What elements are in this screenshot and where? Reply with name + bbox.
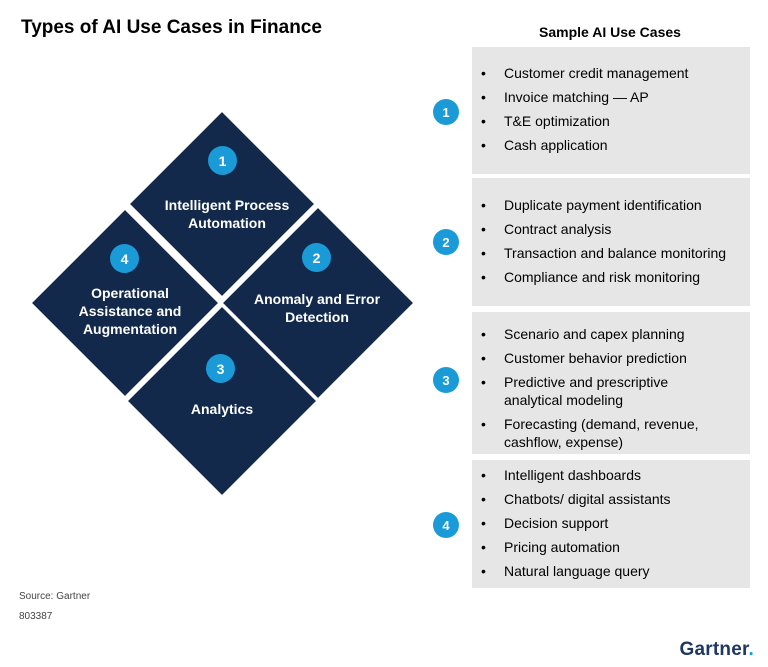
quadrant-1-label: Intelligent Process Automation [142, 196, 312, 232]
quadrant-4-label: Operational Assistance and Augmentation [50, 284, 210, 338]
use-case-item: Predictive and prescriptive analytical m… [472, 373, 750, 409]
quadrant-4-label-line: Augmentation [82, 321, 178, 337]
use-case-2-number: 2 [433, 229, 459, 255]
gartner-logo: Gartner. [680, 639, 754, 661]
use-case-item: Forecasting (demand, revenue, cashflow, … [472, 415, 750, 451]
use-case-item: Customer credit management [472, 64, 750, 82]
use-case-item: Natural language query [472, 562, 750, 580]
use-case-item: Compliance and risk monitoring [472, 268, 750, 286]
page-title: Types of AI Use Cases in Finance [21, 17, 322, 38]
use-case-item: T&E optimization [472, 112, 750, 130]
use-case-item: Decision support [472, 514, 750, 532]
use-case-item: Chatbots/ digital assistants [472, 490, 750, 508]
use-case-panel-2: Duplicate payment identification Contrac… [472, 178, 750, 306]
quadrant-3-label: Analytics [142, 400, 302, 418]
quadrant-4-shape [27, 205, 223, 401]
source-note: Source: Gartner [19, 591, 91, 602]
use-case-item: Transaction and balance monitoring [472, 244, 750, 262]
quadrant-2-label-line: Detection [285, 309, 349, 325]
use-case-panel-3: Scenario and capex planning Customer beh… [472, 312, 750, 454]
use-cases-header: Sample AI Use Cases [539, 24, 681, 40]
quadrant-2-label-line: Anomaly and Error [253, 291, 381, 307]
use-case-1-number: 1 [433, 99, 459, 125]
use-case-item: Cash application [472, 136, 750, 154]
quadrant-4-number: 4 [110, 244, 139, 273]
quadrant-1-number: 1 [208, 146, 237, 175]
use-case-panel-4: Intelligent dashboards Chatbots/ digital… [472, 460, 750, 588]
quadrant-2-label: Anomaly and Error Detection [232, 290, 402, 326]
quadrant-2-number: 2 [302, 243, 331, 272]
quadrant-3-label-line: Analytics [190, 401, 254, 417]
use-case-item: Customer behavior prediction [472, 349, 750, 367]
quadrant-4-label-line: Operational [91, 285, 169, 301]
use-case-item: Duplicate payment identification [472, 196, 750, 214]
logo-dot: . [748, 639, 754, 660]
diamond-diagram: 1 Intelligent Process Automation 2 Anoma… [0, 0, 430, 560]
use-case-3-number: 3 [433, 367, 459, 393]
logo-text: Gartner [679, 639, 749, 660]
quadrant-1-shape [125, 107, 319, 301]
use-case-item: Contract analysis [472, 220, 750, 238]
quadrant-4-label-line: Assistance and [78, 303, 182, 319]
quadrant-1-label-line: Intelligent Process [164, 197, 290, 213]
quadrant-3-number: 3 [206, 354, 235, 383]
use-case-4-number: 4 [433, 512, 459, 538]
use-case-panel-1: Customer credit management Invoice match… [472, 47, 750, 174]
quadrant-3-shape [123, 302, 321, 500]
document-id: 803387 [19, 611, 53, 622]
quadrant-1-label-line: Automation [188, 215, 266, 231]
use-case-item: Intelligent dashboards [472, 466, 750, 484]
use-case-item: Pricing automation [472, 538, 750, 556]
use-case-item: Invoice matching — AP [472, 88, 750, 106]
diamond-shapes [27, 107, 418, 500]
use-case-item: Scenario and capex planning [472, 325, 750, 343]
